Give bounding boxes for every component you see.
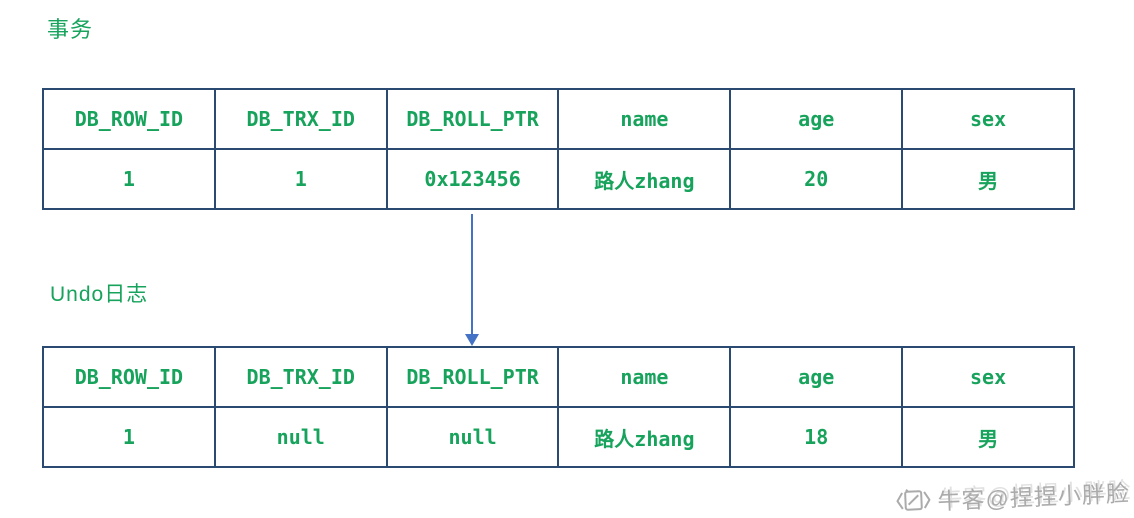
header-cell-db-row-id: DB_ROW_ID [42, 88, 216, 150]
header-cell-db-roll-ptr: DB_ROLL_PTR [385, 346, 560, 408]
data-cell-db-trx-id: null [213, 406, 388, 468]
data-cell-age: 20 [729, 148, 904, 210]
data-cell-name: 路人zhang [557, 406, 732, 468]
header-cell-name: name [557, 346, 732, 408]
header-cell-db-roll-ptr: DB_ROLL_PTR [385, 88, 560, 150]
data-cell-sex: 男 [901, 406, 1075, 468]
undo-log-label: Undo日志 [50, 283, 149, 306]
undo-table-data-row: 1 null null 路人zhang 18 男 [42, 406, 1075, 468]
data-cell-db-row-id: 1 [42, 148, 216, 210]
data-cell-sex: 男 [901, 148, 1075, 210]
header-cell-age: age [729, 88, 904, 150]
arrow-line [471, 214, 473, 336]
niuke-logo-icon [895, 487, 931, 514]
roll-ptr-to-undo-arrow [464, 214, 480, 346]
data-cell-name: 路人zhang [557, 148, 732, 210]
header-cell-name: name [557, 88, 732, 150]
header-cell-db-trx-id: DB_TRX_ID [213, 88, 388, 150]
header-cell-age: age [729, 346, 904, 408]
transaction-table-data-row: 1 1 0x123456 路人zhang 20 男 [42, 148, 1075, 210]
transaction-table-header-row: DB_ROW_ID DB_TRX_ID DB_ROLL_PTR name age… [42, 88, 1075, 150]
arrow-down-icon [465, 334, 479, 346]
transaction-label: 事务 [47, 17, 94, 42]
header-cell-sex: sex [901, 88, 1075, 150]
undo-table-header-row: DB_ROW_ID DB_TRX_ID DB_ROLL_PTR name age… [42, 346, 1075, 408]
watermark-text: 牛客@捏捏小胖脸 [936, 480, 1130, 515]
header-cell-sex: sex [901, 346, 1075, 408]
undo-log-table: DB_ROW_ID DB_TRX_ID DB_ROLL_PTR name age… [42, 346, 1075, 468]
data-cell-db-row-id: 1 [42, 406, 216, 468]
data-cell-db-roll-ptr: null [385, 406, 560, 468]
transaction-table: DB_ROW_ID DB_TRX_ID DB_ROLL_PTR name age… [42, 88, 1075, 210]
header-cell-db-trx-id: DB_TRX_ID [213, 346, 388, 408]
watermark: 牛客@捏捏小胖脸 [895, 474, 1130, 518]
data-cell-db-roll-ptr: 0x123456 [385, 148, 560, 210]
header-cell-db-row-id: DB_ROW_ID [42, 346, 216, 408]
data-cell-db-trx-id: 1 [213, 148, 388, 210]
data-cell-age: 18 [729, 406, 904, 468]
